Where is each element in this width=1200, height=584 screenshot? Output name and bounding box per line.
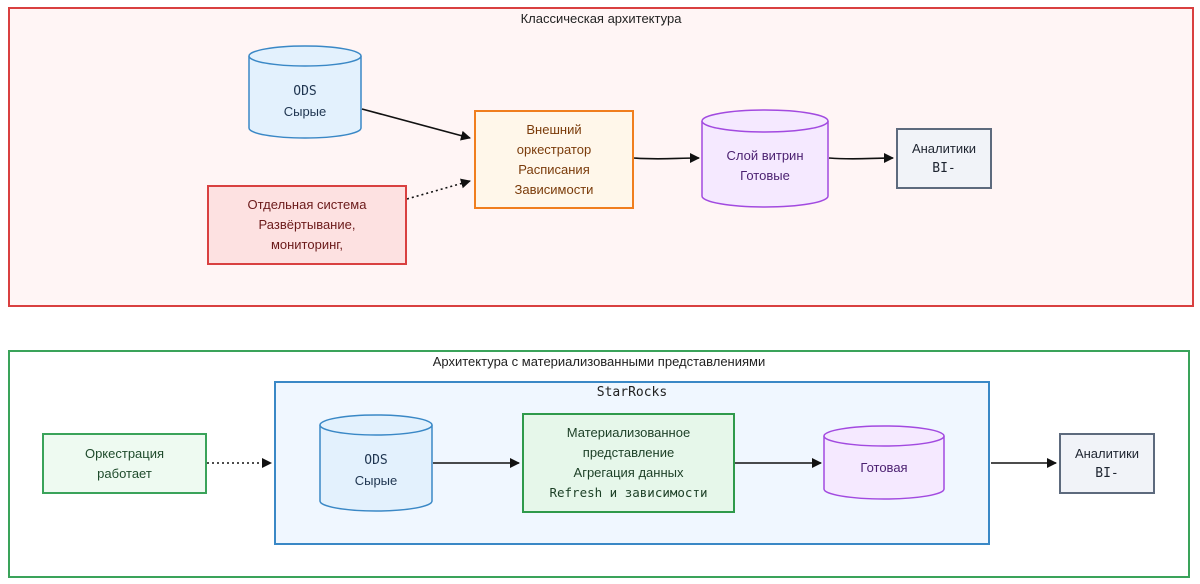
classic-analytics-line-2: BI- <box>932 160 956 176</box>
mart-line-2: Готовые <box>740 168 790 183</box>
orchestrator-line-1: Внешний <box>526 121 582 137</box>
mv-node-line-4: Refresh и зависимости <box>549 485 708 500</box>
mv-analytics-line-2: BI- <box>1095 465 1119 481</box>
external-orchestrator-node: Внешний оркестратор Расписания Зависимос… <box>474 110 634 209</box>
mv-analytics-node: Аналитики BI- <box>1059 433 1155 494</box>
classic-ods-sublabel: Сырые <box>283 104 327 119</box>
separate-line-3: мониторинг, <box>270 237 344 252</box>
separate-line-1: Отдельная система <box>247 197 367 212</box>
mv-architecture-title: Архитектура с материализованными предста… <box>432 354 766 369</box>
classic-mart-node: Слой витрин Готовые <box>702 136 828 196</box>
mv-ods-label: ODS <box>364 453 388 468</box>
separate-line-2: Развёртывание, <box>258 217 356 232</box>
orchestrator-line-3: Расписания <box>518 161 590 177</box>
materialized-view-node: Материализованное представление Агрегаци… <box>522 413 735 513</box>
orchestration-line-1: Оркестрация <box>84 445 165 461</box>
mv-ready-label: Готовая <box>860 460 908 475</box>
orchestration-works-node: Оркестрация работает <box>42 433 207 494</box>
mv-ods-node: ODS Сырые <box>320 441 432 501</box>
mv-node-line-1: Материализованное <box>566 425 691 440</box>
classic-ods-node: ODS Сырые <box>249 72 361 132</box>
orchestrator-line-4: Зависимости <box>514 181 594 197</box>
classic-analytics-line-1: Аналитики <box>911 140 977 156</box>
separate-system-node: Отдельная система Развёртывание, монитор… <box>207 185 407 265</box>
classic-architecture-title: Классическая архитектура <box>520 11 682 26</box>
starrocks-title: StarRocks <box>596 385 668 400</box>
classic-analytics-node: Аналитики BI- <box>896 128 992 189</box>
mv-analytics-line-1: Аналитики <box>1074 445 1140 461</box>
orchestration-line-2: работает <box>97 465 152 481</box>
mv-ods-sublabel: Сырые <box>354 473 398 488</box>
mv-ready-node: Готовая <box>824 446 944 490</box>
mv-node-line-2: представление <box>582 445 675 460</box>
mart-line-1: Слой витрин <box>726 148 804 163</box>
orchestrator-line-2: оркестратор <box>516 141 592 157</box>
mv-node-line-3: Агрегация данных <box>573 465 684 480</box>
classic-ods-label: ODS <box>293 84 317 99</box>
